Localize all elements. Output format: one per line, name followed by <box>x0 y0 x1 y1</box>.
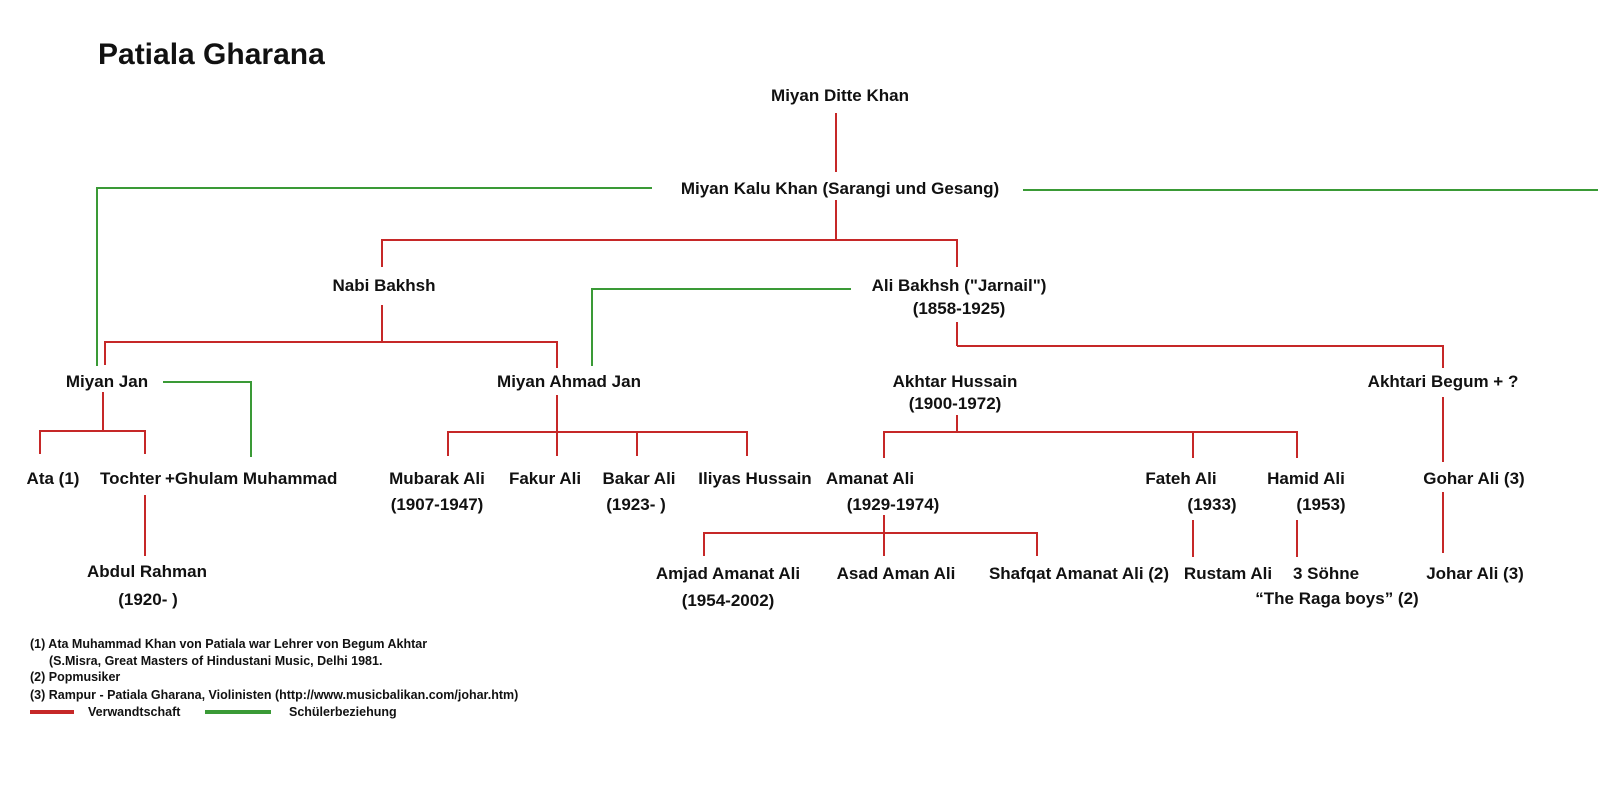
kin-ahmadjan-children <box>447 431 748 456</box>
person-hamid-ali-years: (1953) <box>1296 495 1346 514</box>
kin-akhtar-children <box>883 431 1298 458</box>
kin-gen2-bar <box>381 239 958 267</box>
footnote-1-source: (S.Misra, Great Masters of Hindustani Mu… <box>49 654 383 668</box>
person-amanat-ali: Amanat Ali <box>825 469 915 488</box>
kin-miyanjan-children <box>39 430 146 454</box>
person-abdul-rahman-years: (1920- ) <box>118 590 178 609</box>
person-hamid-ali: Hamid Ali <box>1267 469 1345 488</box>
footnote-2: (2) Popmusiker <box>30 670 121 684</box>
person-ata: Ata (1) <box>26 469 80 488</box>
person-bakar-ali-years: (1923- ) <box>606 495 666 514</box>
page-title: Patiala Gharana <box>98 38 325 71</box>
person-ali-bakhsh: Ali Bakhsh ("Jarnail") <box>871 276 1047 295</box>
person-tochter: Tochter <box>100 469 162 488</box>
person-asad-aman-ali: Asad Aman Ali <box>836 564 956 583</box>
person-iliyas-hussain: Iliyas Hussain <box>698 469 812 488</box>
person-miyan-ditte-khan: Miyan Ditte Khan <box>771 86 909 105</box>
stu-ali-ahmadjan <box>591 288 851 366</box>
person-miyan-ahmad-jan: Miyan Ahmad Jan <box>497 372 641 391</box>
stu-miyanjan-ghulam <box>163 381 252 457</box>
person-akhtar-hussain: Akhtar Hussain <box>892 372 1018 391</box>
person-mubarak-ali-years: (1907-1947) <box>390 495 484 514</box>
person-miyan-kalu-khan: Miyan Kalu Khan (Sarangi und Gesang) <box>680 179 1000 198</box>
person-bakar-ali: Bakar Ali <box>602 469 676 488</box>
person-rustam-ali: Rustam Ali <box>1183 564 1273 583</box>
person-ghulam-muhammad: +Ghulam Muhammad <box>165 469 338 488</box>
kin-nabi-children <box>104 341 558 368</box>
person-fateh-ali: Fateh Ali <box>1145 469 1217 488</box>
person-amjad-amanat-ali: Amjad Amanat Ali <box>655 564 801 583</box>
person-nabi-bakhsh: Nabi Bakhsh <box>332 276 436 295</box>
person-fateh-ali-years: (1933) <box>1187 495 1237 514</box>
person-akhtari-begum: Akhtari Begum + ? <box>1367 372 1519 391</box>
person-mubarak-ali: Mubarak Ali <box>389 469 485 488</box>
stu-kalu-miyanjan <box>96 187 652 366</box>
person-raga-boys: “The Raga boys” (2) <box>1255 589 1419 608</box>
legend-student-label: Schülerbeziehung <box>289 705 397 719</box>
person-amanat-ali-years: (1929-1974) <box>846 495 940 514</box>
person-shafqat-amanat-ali: Shafqat Amanat Ali (2) <box>988 564 1170 583</box>
person-3-sohne: 3 Söhne <box>1292 564 1360 583</box>
person-johar-ali: Johar Ali (3) <box>1426 564 1524 583</box>
person-akhtar-hussain-years: (1900-1972) <box>908 394 1002 413</box>
footnote-3: (3) Rampur - Patiala Gharana, Violiniste… <box>30 688 519 702</box>
legend-student-swatch <box>205 710 271 714</box>
kin-amanat-children <box>703 532 1038 556</box>
person-gohar-ali: Gohar Ali (3) <box>1423 469 1525 488</box>
person-abdul-rahman: Abdul Rahman <box>87 562 207 581</box>
person-miyan-jan: Miyan Jan <box>65 372 149 391</box>
legend-kinship-label: Verwandtschaft <box>88 705 181 719</box>
person-ali-bakhsh-years: (1858-1925) <box>912 299 1006 318</box>
kin-ali-children <box>957 345 1444 368</box>
footnote-1: (1) Ata Muhammad Khan von Patiala war Le… <box>30 637 428 651</box>
legend-kinship-swatch <box>30 710 74 714</box>
person-amjad-amanat-ali-years: (1954-2002) <box>681 591 775 610</box>
person-fakur-ali: Fakur Ali <box>508 469 582 488</box>
